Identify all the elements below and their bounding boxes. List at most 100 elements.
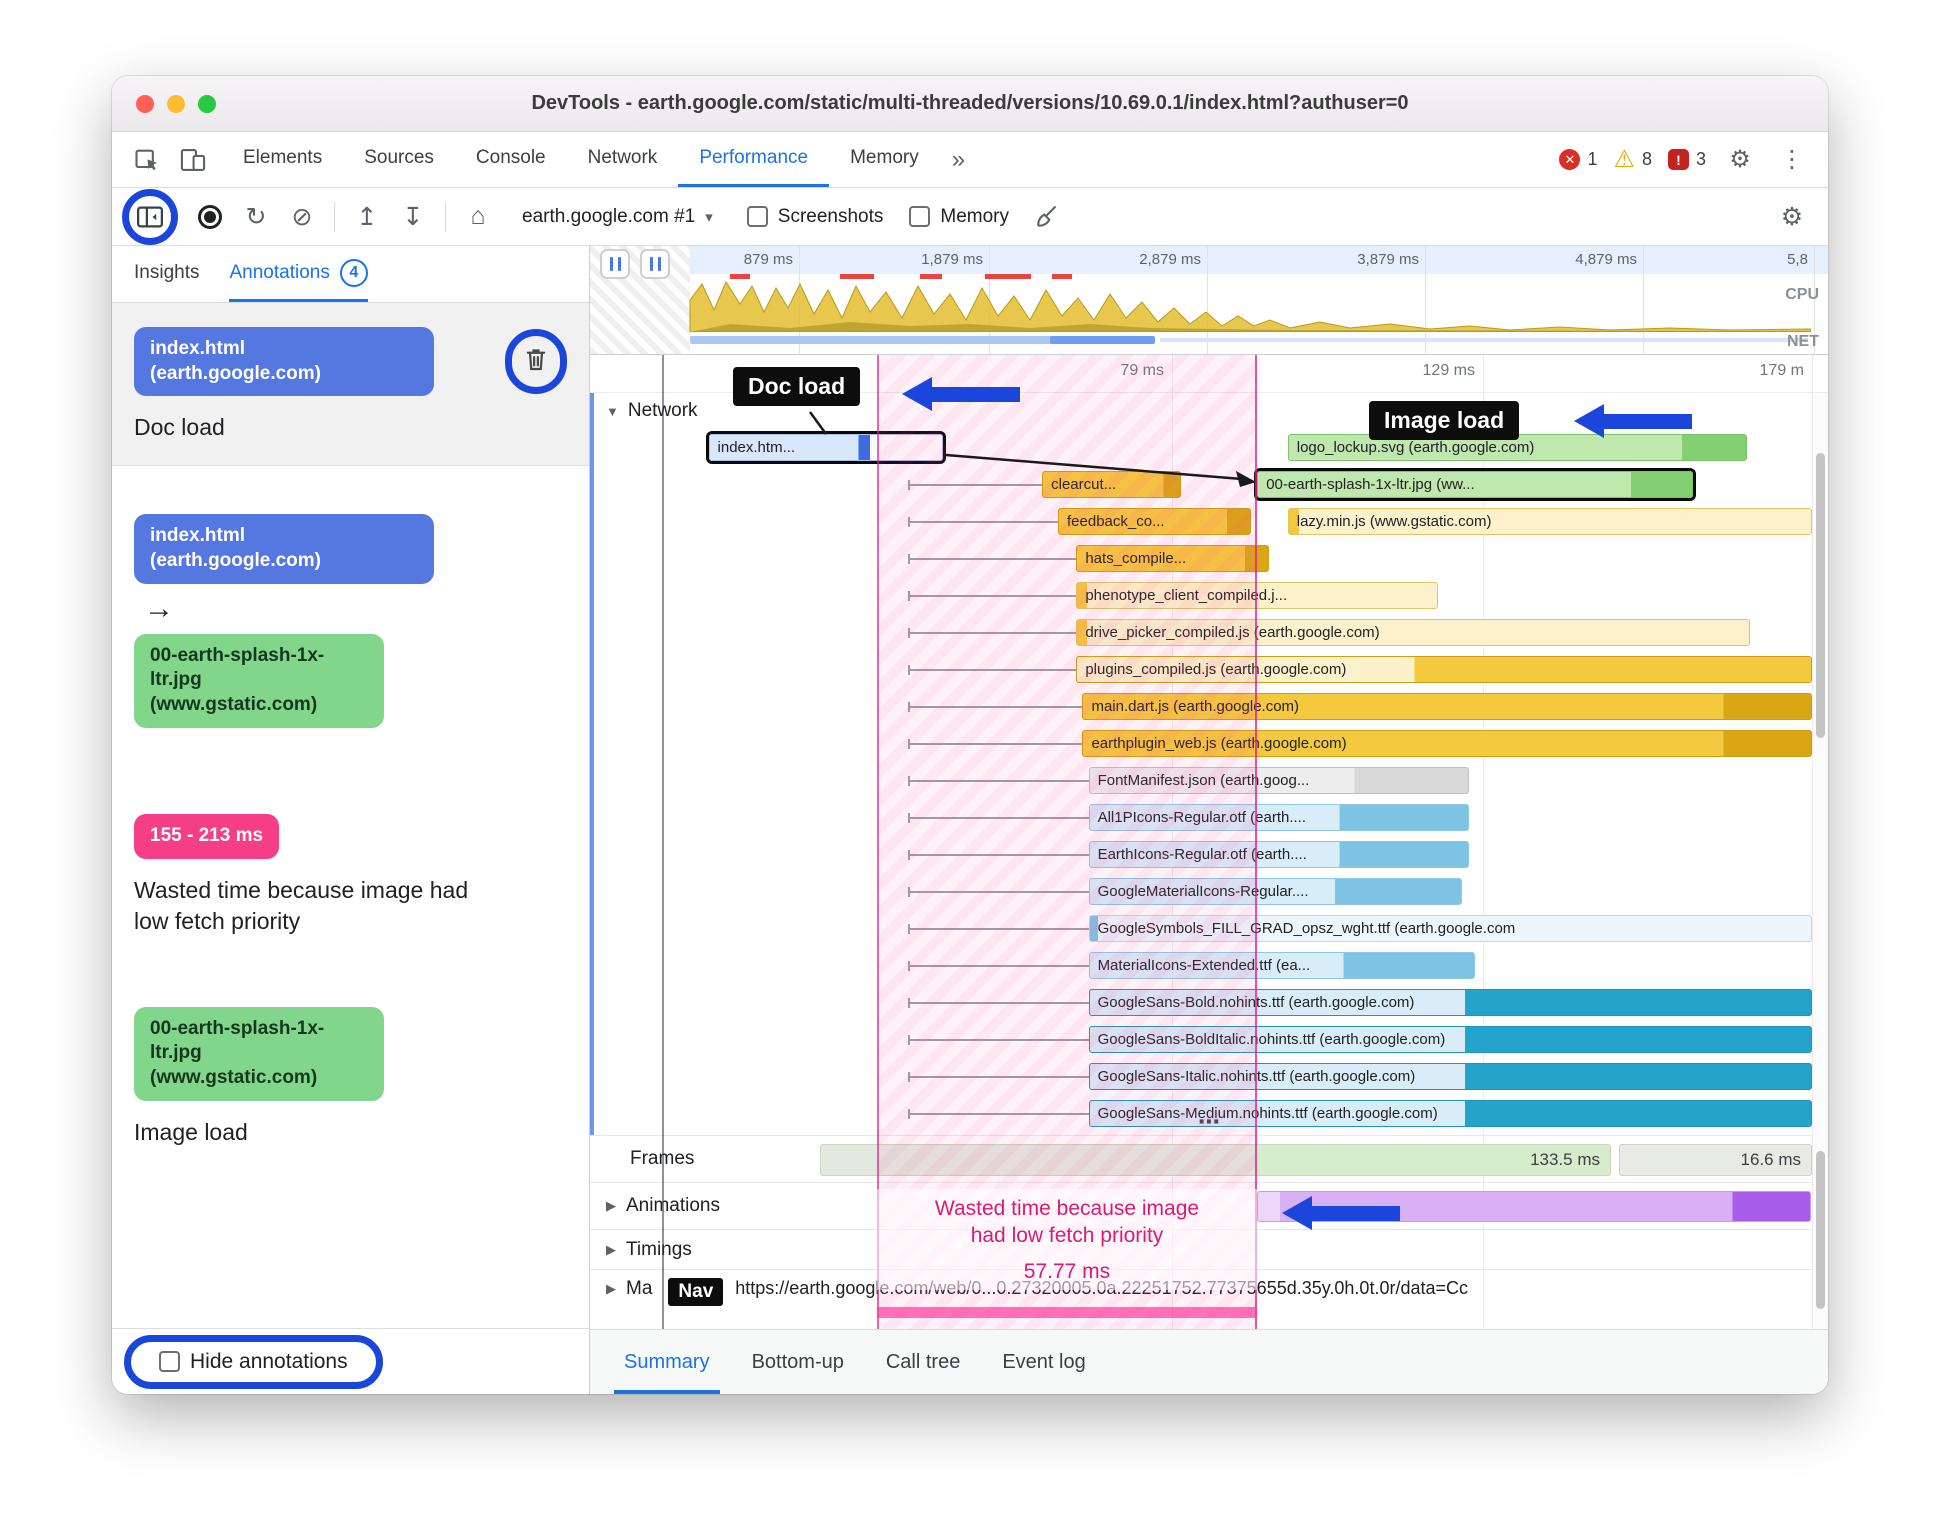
bottom-tab-summary[interactable]: Summary [606,1330,728,1394]
frames-track[interactable]: Frames 133.5 ms 16.6 ms [590,1135,1828,1182]
range-handle-right[interactable] [640,249,670,279]
tab-performance[interactable]: Performance [678,132,830,187]
network-request-bar[interactable]: FontManifest.json (earth.goog... [1088,767,1469,794]
network-row: MaterialIcons-Extended.ttf (ea... [590,947,1812,984]
network-request-bar[interactable]: MaterialIcons-Extended.ttf (ea... [1088,952,1475,979]
network-request-bar[interactable]: GoogleSans-Bold.nohints.ttf (earth.googl… [1088,989,1812,1016]
annotation-pill[interactable]: index.html (earth.google.com) [134,327,434,397]
network-scrollbar[interactable] [1812,393,1828,1135]
annotation-entry-link[interactable]: index.html (earth.google.com) → 00-earth… [112,514,589,728]
checkbox-box [159,1351,180,1372]
overview-tick-label: 879 ms [743,251,793,268]
device-toolbar-icon[interactable] [172,139,214,181]
network-request-bar[interactable]: clearcut... [1042,471,1182,498]
request-whisker [907,1109,1089,1119]
network-request-bar[interactable]: GoogleMaterialIcons-Regular.... [1088,878,1463,905]
garbage-collect-icon[interactable] [1027,199,1063,235]
network-request-bar[interactable]: 00-earth-splash-1x-ltr.jpg (ww... [1257,471,1694,498]
network-request-bar[interactable]: earthplugin_web.js (earth.google.com) [1082,730,1812,757]
tab-annotations[interactable]: Annotations 4 [229,246,368,302]
network-request-bar[interactable]: EarthIcons-Regular.otf (earth.... [1088,841,1469,868]
bottom-tab-call-tree[interactable]: Call tree [885,1350,961,1373]
scrollbar-thumb[interactable] [1816,453,1825,738]
history-dropdown[interactable]: earth.google.com #1 ▾ [512,206,723,228]
titlebar[interactable]: DevTools - earth.google.com/static/multi… [112,76,1828,132]
annotation-entry-time-range[interactable]: 155 - 213 ms Wasted time because image h… [112,813,589,937]
issue-count: 3 [1695,149,1706,169]
annotation-pill[interactable]: 00-earth-splash-1x-ltr.jpg (www.gstatic.… [134,633,384,728]
clear-recording-button[interactable]: ⊘ [291,202,313,231]
tab-sources[interactable]: Sources [364,147,434,168]
wasted-time-annotation[interactable]: Wasted time because image had low fetch … [877,1189,1257,1290]
network-request-bar[interactable]: All1PIcons-Regular.otf (earth.... [1088,804,1469,831]
hide-annotations-checkbox[interactable]: Hide annotations [151,1350,356,1374]
network-row: GoogleSymbols_FILL_GRAD_opsz_wght.ttf (e… [590,910,1812,947]
tab-insights[interactable]: Insights [134,261,200,283]
request-whisker [907,554,1077,564]
network-request-bar[interactable]: hats_compile... [1076,545,1270,572]
tab-network[interactable]: Network [587,147,658,168]
range-handle-left[interactable] [600,249,630,279]
error-badge[interactable]: ✕ 1 [1559,149,1597,170]
annotation-pill[interactable]: index.html (earth.google.com) [134,514,434,584]
annotation-entry-image-load[interactable]: 00-earth-splash-1x-ltr.jpg (www.gstatic.… [112,1006,589,1148]
inspect-element-icon[interactable] [126,139,168,181]
annotation-pill[interactable]: 155 - 213 ms [134,813,280,859]
reload-and-record-button[interactable]: ↻ [245,202,267,231]
network-request-bar[interactable]: feedback_co... [1058,508,1252,535]
expand-triangle-icon[interactable]: ▶ [606,1198,616,1213]
image-load-annotation-label[interactable]: Image load [1369,401,1520,440]
network-request-bar[interactable]: phenotype_client_compiled.j... [1076,582,1439,609]
more-panels-icon[interactable]: » [951,145,966,173]
trash-icon[interactable] [521,344,551,379]
network-request-bar[interactable]: GoogleSans-BoldItalic.nohints.ttf (earth… [1088,1026,1812,1053]
tab-console[interactable]: Console [475,147,546,168]
close-window-button[interactable] [136,94,154,113]
warning-badge[interactable]: ⚠ 8 [1613,147,1652,172]
frame-bar[interactable]: 16.6 ms [1619,1144,1812,1176]
download-profile-button[interactable]: ↧ [402,202,424,231]
settings-gear-icon[interactable]: ⚙ [1729,146,1751,173]
record-button[interactable] [192,199,228,235]
zoom-window-button[interactable] [198,94,216,113]
issues-badge[interactable]: ! 3 [1667,149,1706,170]
tab-elements[interactable]: Elements [243,147,323,168]
expand-triangle-icon[interactable]: ▶ [606,1241,616,1257]
network-request-bar[interactable]: logo_lockup.svg (earth.google.com) [1287,434,1748,461]
annotation-pill[interactable]: 00-earth-splash-1x-ltr.jpg (www.gstatic.… [134,1006,384,1101]
wasted-time-range-bar[interactable] [877,1307,1257,1318]
scrollbar-thumb[interactable] [1816,1151,1825,1309]
network-row: GoogleMaterialIcons-Regular.... [590,873,1812,910]
network-request-bar[interactable]: lazy.min.js (www.gstatic.com) [1287,508,1812,535]
network-request-bar[interactable]: GoogleSans-Italic.nohints.ttf (earth.goo… [1088,1063,1812,1090]
network-request-bar[interactable]: main.dart.js (earth.google.com) [1082,693,1812,720]
overflow-ellipsis-icon: ⋯ [1198,1109,1220,1134]
network-request-bar[interactable]: GoogleSymbols_FILL_GRAD_opsz_wght.ttf (e… [1088,915,1812,942]
collapse-triangle-icon[interactable]: ▼ [606,403,619,419]
bottom-tab-event-log[interactable]: Event log [1002,1350,1086,1373]
memory-checkbox[interactable]: Memory [901,206,1017,228]
network-row: EarthIcons-Regular.otf (earth.... [590,836,1812,873]
screenshots-checkbox[interactable]: Screenshots [739,206,892,228]
bottom-tab-bottom-up[interactable]: Bottom-up [751,1350,844,1373]
doc-load-annotation-label[interactable]: Doc load [733,367,861,406]
upload-profile-button[interactable]: ↥ [356,202,378,231]
network-request-bar[interactable]: plugins_compiled.js (earth.google.com) [1076,656,1812,683]
sidebar-toggle-button[interactable] [132,199,168,235]
frame-bar[interactable]: 133.5 ms [820,1144,1611,1176]
live-metrics-home-button[interactable]: ⌂ [470,202,486,230]
nav-marker-badge[interactable]: Nav [668,1278,724,1306]
network-track[interactable]: ▼ Network index.htm...logo_lockup.svg (e… [590,393,1828,1135]
capture-settings-gear-icon[interactable]: ⚙ [1780,202,1804,231]
network-request-bar[interactable]: GoogleSans-Medium.nohints.ttf (earth.goo… [1088,1100,1812,1127]
expand-triangle-icon[interactable]: ▶ [606,1281,616,1296]
tracks-scrollbar[interactable] [1812,1135,1828,1329]
kebab-menu-icon[interactable]: ⋮ [1780,146,1804,173]
tab-memory[interactable]: Memory [850,147,919,168]
network-request-bar[interactable]: drive_picker_compiled.js (earth.google.c… [1076,619,1750,646]
network-request-bar[interactable]: index.htm... [708,434,944,461]
annotation-entry-doc-load[interactable]: index.html (earth.google.com) Doc load [112,303,589,467]
minimize-window-button[interactable] [167,94,185,113]
